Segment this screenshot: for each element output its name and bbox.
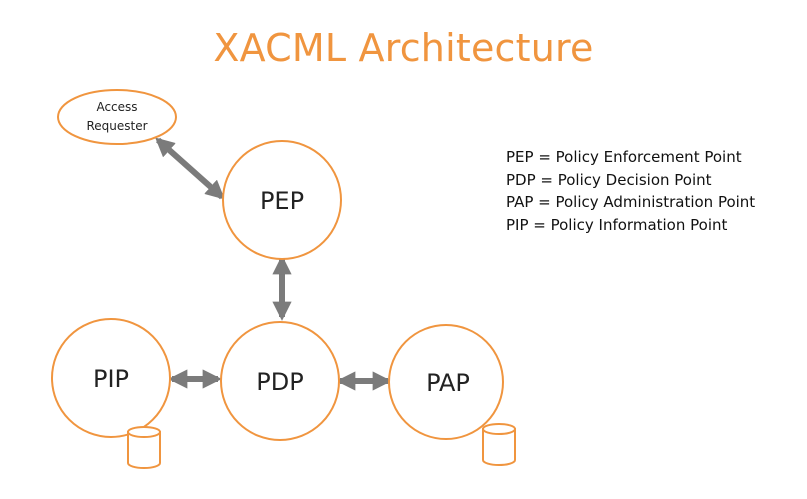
pap-label: PAP <box>426 369 470 397</box>
pip-label: PIP <box>93 365 129 393</box>
pap-database-icon <box>482 423 516 466</box>
access-requester-label-line1: Access <box>96 100 137 114</box>
pdp-label: PDP <box>256 368 303 396</box>
legend-item-pep: PEP = Policy Enforcement Point <box>506 148 742 166</box>
legend-item-pip: PIP = Policy Information Point <box>506 215 728 234</box>
pip-node: PIP <box>51 318 171 469</box>
access-requester-label-line2: Requester <box>86 119 147 133</box>
pep-node: PEP <box>222 140 342 260</box>
page-title: XACML Architecture <box>213 26 594 70</box>
connector-requester-pep <box>155 137 225 200</box>
pip-database-icon <box>127 426 161 469</box>
pdp-node: PDP <box>220 321 340 441</box>
legend-item-pdp: PDP = Policy Decision Point <box>506 170 712 189</box>
pep-label: PEP <box>260 187 304 215</box>
pap-node: PAP <box>388 324 516 466</box>
legend: PEP = Policy Enforcement Point PDP = Pol… <box>506 146 755 236</box>
access-requester-node: Access Requester <box>57 89 177 145</box>
legend-item-pap: PAP = Policy Administration Point <box>506 193 756 211</box>
